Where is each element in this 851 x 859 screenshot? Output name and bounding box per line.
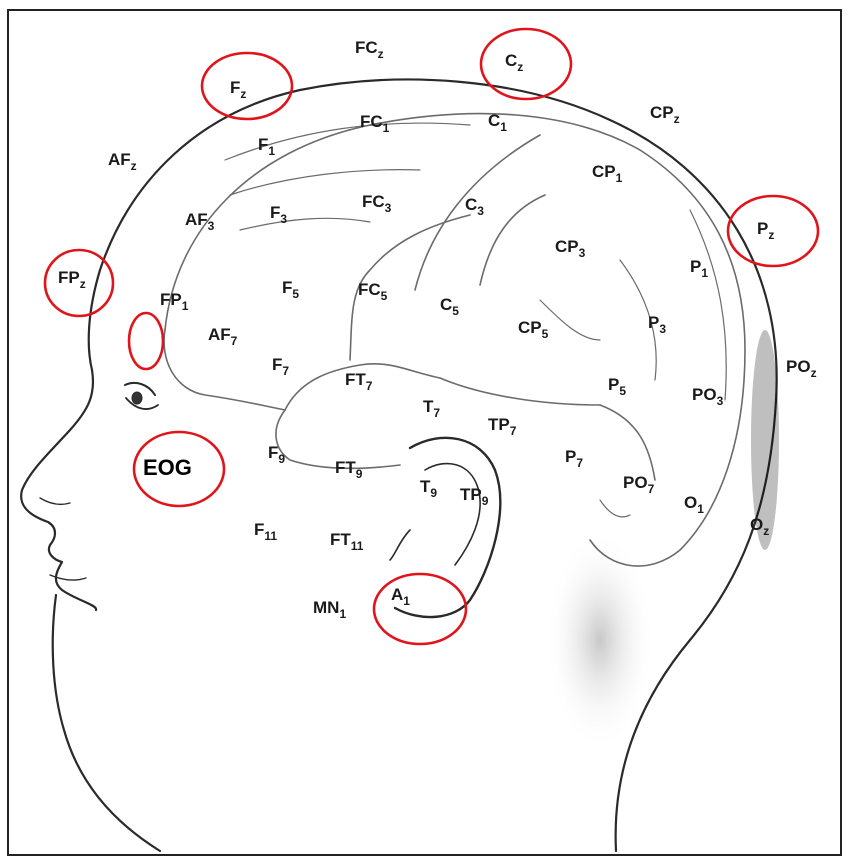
eog-label: EOG [143,455,192,480]
figure-frame [8,10,841,855]
